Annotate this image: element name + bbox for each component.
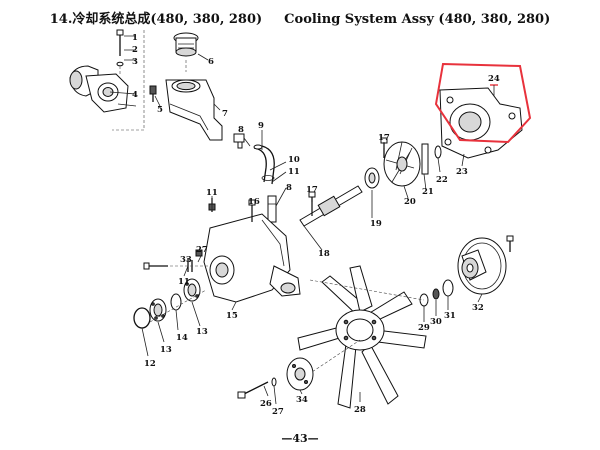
bolt-11-right xyxy=(506,235,514,252)
callout-1: 1 xyxy=(132,33,138,43)
callout-13-right: 13 xyxy=(196,327,208,337)
callout-3: 3 xyxy=(132,57,138,67)
callout-17-left: 17 xyxy=(306,185,318,195)
hose-clamp-11 xyxy=(261,175,275,181)
plug-27 xyxy=(195,249,203,257)
callout-27-bottom: 27 xyxy=(272,407,284,417)
callout-12: 12 xyxy=(144,359,156,369)
spacer-plate-34 xyxy=(286,357,314,391)
callout-31: 31 xyxy=(444,311,456,321)
callout-11-small: 11 xyxy=(178,277,190,287)
callout-20: 20 xyxy=(404,197,416,207)
callout-33: 33 xyxy=(180,255,192,265)
callout-21: 21 xyxy=(422,187,434,197)
callout-2: 2 xyxy=(132,45,138,55)
callout-19: 19 xyxy=(370,219,382,229)
water-outlet-housing-part xyxy=(165,79,223,141)
impeller-part xyxy=(383,141,421,187)
thermostat-cover-part xyxy=(69,65,129,113)
callout-26: 26 xyxy=(260,399,272,409)
callout-14: 14 xyxy=(176,333,188,343)
callout-11: 11 xyxy=(288,167,300,177)
water-pump-cover-part xyxy=(439,87,523,159)
washer-27-bottom xyxy=(271,377,277,387)
cooling-fan-part xyxy=(297,265,427,409)
seal-ring-19 xyxy=(364,167,380,189)
callout-4: 4 xyxy=(132,90,138,100)
bolt-26 xyxy=(237,381,269,399)
bearing-13-left xyxy=(149,298,167,322)
callout-9: 9 xyxy=(258,121,264,131)
screw-11-small xyxy=(143,262,168,270)
callout-24: 24 xyxy=(488,74,500,84)
callout-34: 34 xyxy=(296,395,308,405)
callout-8-lower: 8 xyxy=(286,183,292,193)
page-number: —43— xyxy=(281,432,319,445)
washer-22 xyxy=(434,145,442,159)
sensor-5 xyxy=(149,85,157,102)
bearing-13-right xyxy=(183,278,201,302)
callout-7: 7 xyxy=(222,109,228,119)
pipe-union-8 xyxy=(233,133,245,149)
callout-22: 22 xyxy=(436,175,448,185)
fan-pulley-part xyxy=(457,237,507,295)
callout-29: 29 xyxy=(418,323,430,333)
callout-28: 28 xyxy=(354,405,366,415)
bolt-1 xyxy=(116,29,124,67)
highlight-outline xyxy=(434,62,532,144)
callout-17-right: 17 xyxy=(378,133,390,143)
callout-15: 15 xyxy=(226,311,238,321)
washer-30 xyxy=(432,288,440,300)
title-chinese: 14.冷却系统总成(480, 380, 280) xyxy=(49,12,263,27)
gasket-21 xyxy=(421,143,429,175)
callout-30: 30 xyxy=(430,317,442,327)
pipe-fitting-8-lower xyxy=(267,195,277,223)
callout-6: 6 xyxy=(208,57,214,67)
snap-ring-12 xyxy=(133,307,151,329)
callout-8: 8 xyxy=(238,125,244,135)
hub-31 xyxy=(442,279,454,297)
callout-11-left: 11 xyxy=(206,188,218,198)
callout-10: 10 xyxy=(288,155,300,165)
thermostat-part xyxy=(173,32,199,57)
callout-13-left: 13 xyxy=(160,345,172,355)
callout-32: 32 xyxy=(472,303,484,313)
title-english: Cooling System Assy (480, 380, 280) xyxy=(284,12,551,27)
spacer-14 xyxy=(170,293,182,311)
water-pump-body-part xyxy=(203,213,301,303)
callout-18: 18 xyxy=(318,249,330,259)
page-title: 14.冷却系统总成(480, 380, 280) Cooling System A… xyxy=(0,8,600,27)
callout-16: 16 xyxy=(248,197,260,207)
bypass-hose-part xyxy=(253,144,275,185)
callout-5: 5 xyxy=(157,105,163,115)
pump-shaft-part xyxy=(299,185,363,227)
callout-27-left: 27 xyxy=(196,245,208,255)
callout-23: 23 xyxy=(456,167,468,177)
